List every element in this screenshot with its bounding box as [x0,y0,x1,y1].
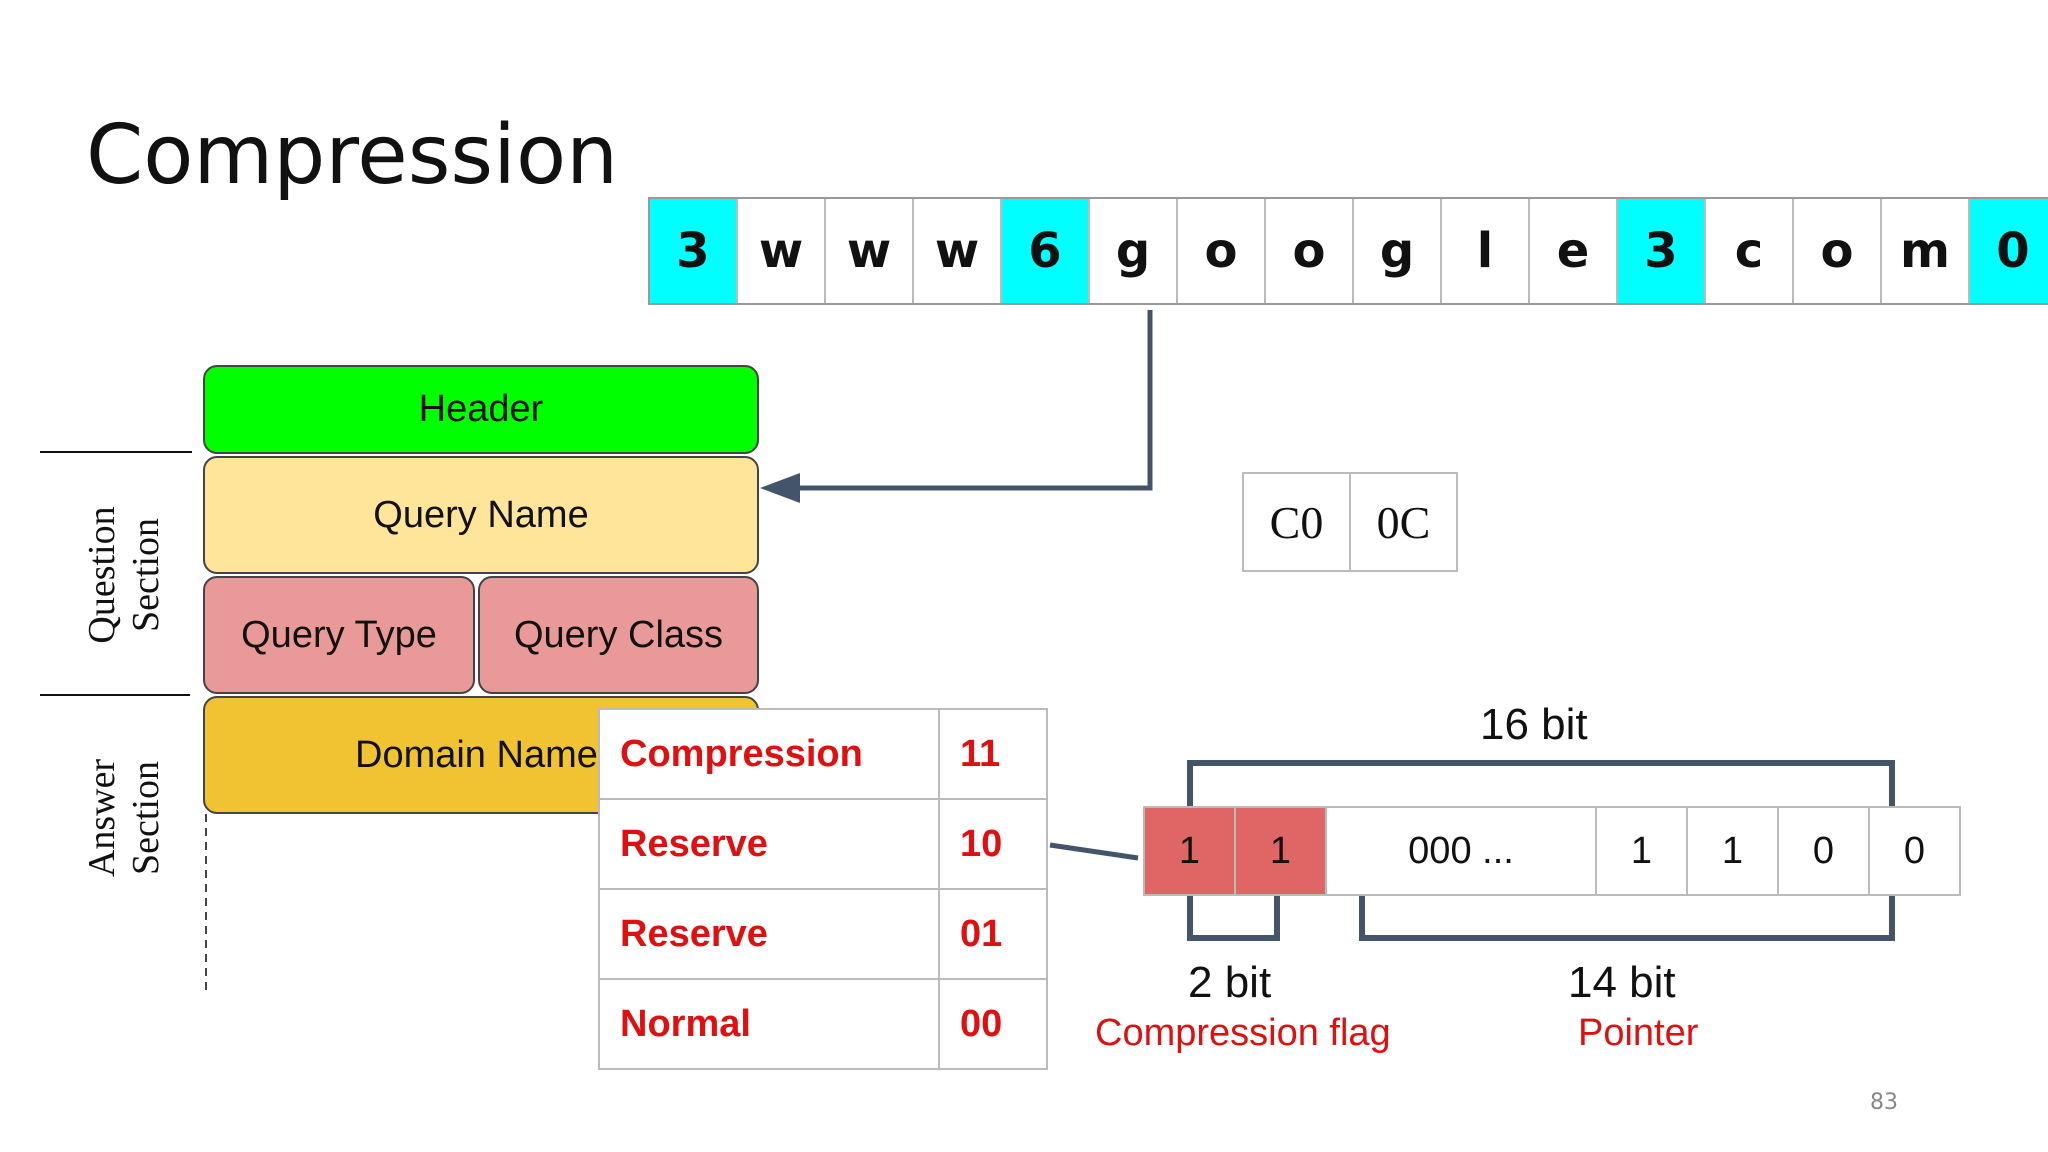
pointer-bit-cell: 1 [1686,808,1777,894]
flag-name: Normal [600,980,940,1068]
bracket-2-bit [1187,894,1280,941]
pointer-caption: Pointer [1578,1012,1699,1054]
char-byte: w [826,199,914,303]
flag-bit-cell: 1 [1234,808,1325,894]
hex-pointer-table: C0 0C [1242,472,1458,572]
query-name-block: Query Name [203,456,759,574]
flag-bits: 10 [960,822,1003,865]
char-byte: l [1442,199,1530,303]
query-type-block: Query Type [203,576,475,694]
char-byte: e [1530,199,1618,303]
length-byte: 3 [1618,199,1706,303]
pointer-bit-cell: 0 [1777,808,1868,894]
char-byte: o [1178,199,1266,303]
total-bits-label: 16 bit [1480,700,1588,749]
char-byte: g [1354,199,1442,303]
hex-byte-high: C0 [1269,496,1324,548]
flag-bits: 00 [960,1002,1003,1045]
flag-table-row: Compression 11 [600,710,1046,800]
length-byte: 3 [650,199,738,303]
flag-caption: Compression flag [1095,1012,1391,1054]
hex-byte-low: 0C [1349,474,1456,570]
flag-table-connector [1049,842,1139,861]
pointer-arrowhead [760,473,800,503]
char-byte: o [1266,199,1354,303]
flag-table-row: Reserve 10 [600,800,1046,890]
length-byte: 0 [1970,199,2048,303]
flag-size-label: 2 bit [1188,958,1272,1007]
flag-name: Reserve [600,800,940,888]
pointer-size-label: 14 bit [1568,958,1676,1007]
query-class-block: Query Class [478,576,759,694]
char-byte: m [1882,199,1970,303]
pointer-bit-cell: 0 [1868,808,1959,894]
dns-header-block: Header [203,365,759,454]
slide-title: Compression [86,108,619,203]
page-number: 83 [1870,1090,1898,1115]
char-byte: c [1706,199,1794,303]
char-byte: o [1794,199,1882,303]
flag-bit-cell: 1 [1145,808,1234,894]
char-byte: g [1090,199,1178,303]
bracket-14-bit [1359,894,1895,941]
flag-table-row: Reserve 01 [600,890,1046,980]
flag-table-row: Normal 00 [600,980,1046,1068]
flag-name: Compression [600,710,940,798]
pointer-arrow-line [795,310,1153,491]
length-byte: 6 [1002,199,1090,303]
flag-bits: 11 [960,732,1001,775]
flag-name: Reserve [600,890,940,978]
bracket-16-bit [1187,760,1895,806]
char-byte: w [738,199,826,303]
char-byte: w [914,199,1002,303]
pointer-bit-cell: 000 ... [1325,808,1595,894]
flag-bits: 01 [960,912,1003,955]
pointer-bit-cell: 1 [1595,808,1686,894]
